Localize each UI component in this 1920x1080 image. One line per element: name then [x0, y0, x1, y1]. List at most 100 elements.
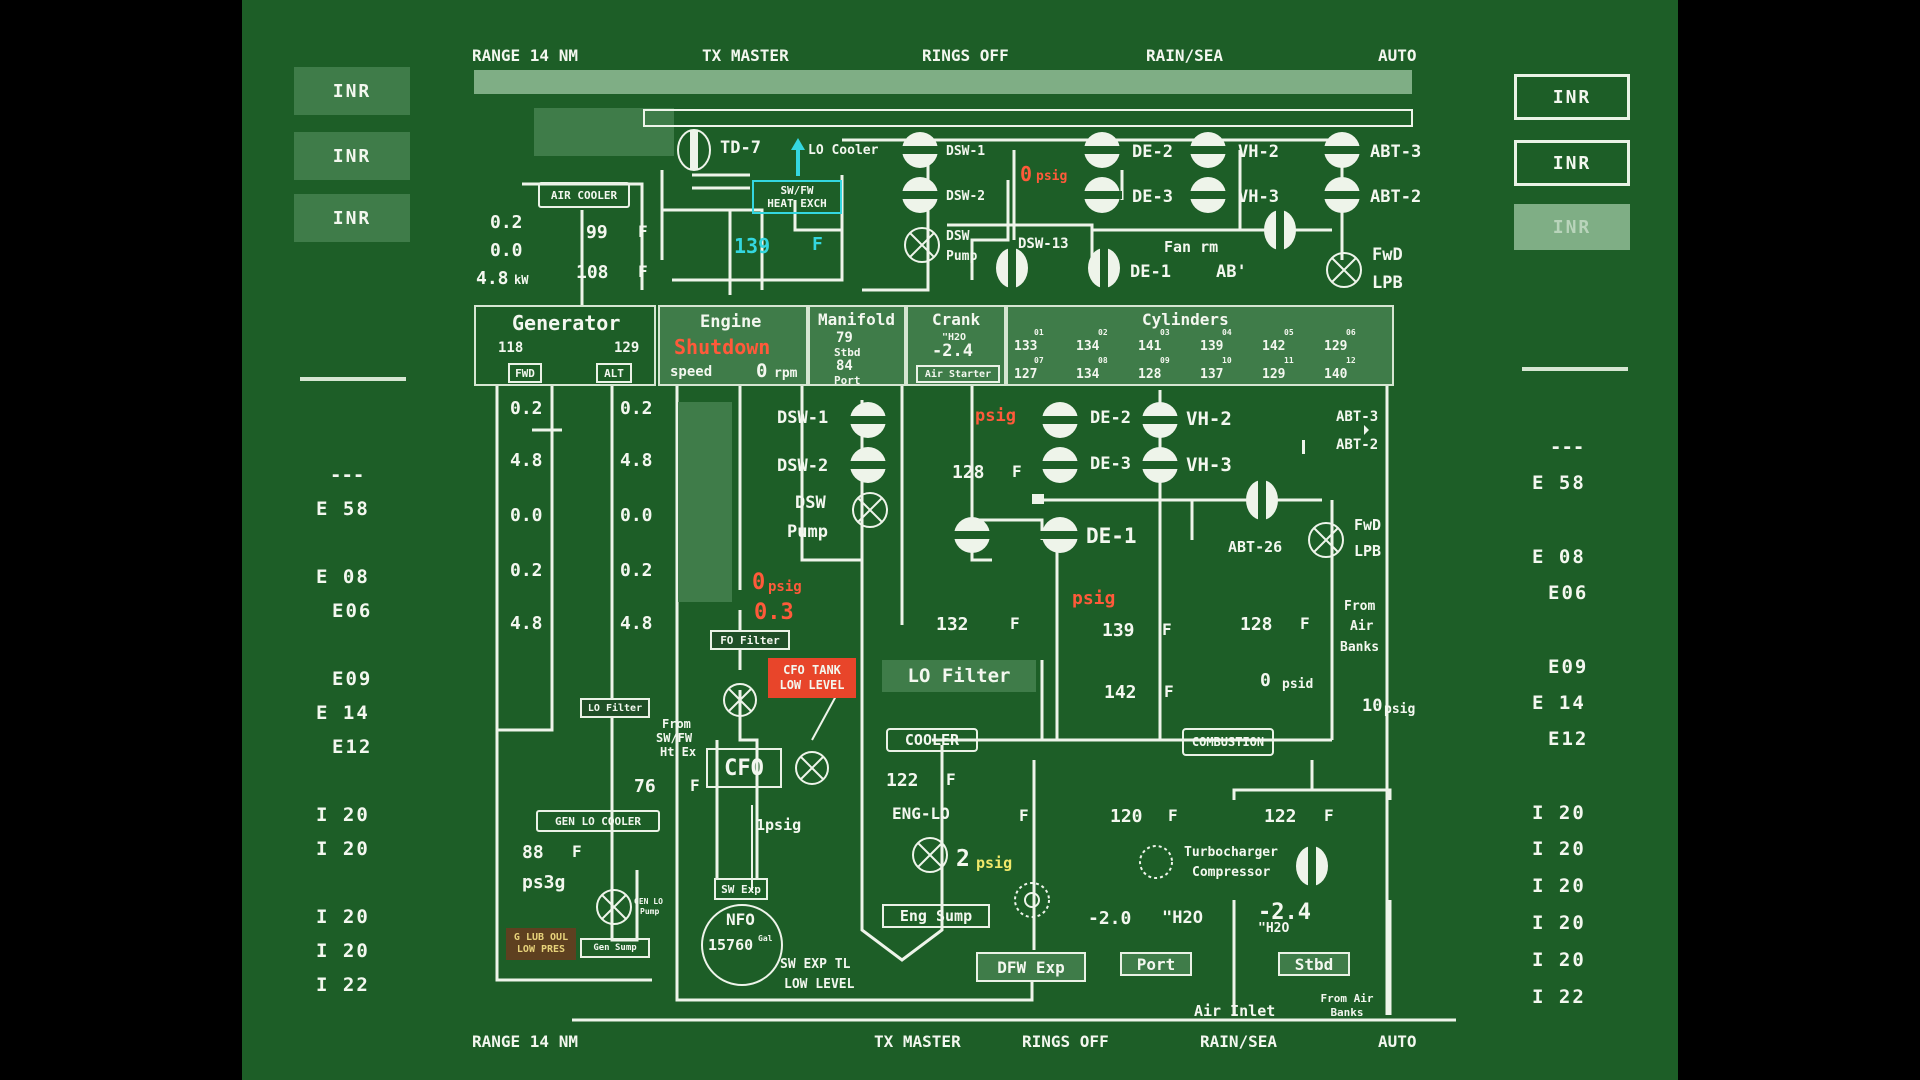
- lower-psig10-unit: psig: [1384, 702, 1416, 717]
- inr-button-left-1[interactable]: INR: [294, 67, 410, 115]
- deg-f: F: [1012, 462, 1022, 481]
- lower-col1-value: 4.8: [510, 613, 543, 634]
- right-code: E 58: [1532, 472, 1586, 494]
- gen-value-1: 0.2: [490, 212, 523, 233]
- gen-sump-box: Gen Sump: [580, 938, 650, 958]
- sw-exp-tl-label: LOW LEVEL: [784, 977, 855, 992]
- temp-108: 108: [576, 262, 609, 283]
- cylinder-number: 04: [1222, 328, 1232, 337]
- lower-temp-142: 142: [1104, 682, 1137, 703]
- left-code: E 58: [316, 498, 370, 520]
- cylinder-number: 11: [1284, 356, 1294, 365]
- eng-lo-psig-value: 2: [956, 846, 970, 872]
- cylinder-number: 09: [1160, 356, 1170, 365]
- cylinder-number: 07: [1034, 356, 1044, 365]
- cooler-box: COOLER: [886, 728, 978, 752]
- inr-button-right-3[interactable]: INR: [1514, 204, 1630, 250]
- deg-f: F: [812, 234, 823, 255]
- lower-de1-label: DE-1: [1086, 524, 1137, 548]
- left-code: E06: [332, 600, 373, 622]
- lower-fwd-label: FwD: [1354, 516, 1382, 534]
- inr-button-left-2[interactable]: INR: [294, 132, 410, 180]
- manifold-panel: Manifold 79 Stbd 84 Port: [808, 305, 906, 386]
- dsw2-label: DSW-2: [946, 189, 986, 204]
- status-rings: RINGS OFF: [922, 46, 1009, 65]
- cylinder-number: 02: [1098, 328, 1108, 337]
- cylinder-temp: 140: [1324, 367, 1348, 382]
- left-code: E 14: [316, 702, 370, 724]
- right-code: E12: [1548, 728, 1589, 750]
- status-auto-bottom: AUTO: [1378, 1032, 1417, 1051]
- crank-unit: "H2O: [942, 332, 967, 343]
- lo-filter-big-box: LO Filter: [882, 660, 1036, 692]
- inr-button-left-3[interactable]: INR: [294, 194, 410, 242]
- crank-title: Crank: [932, 310, 981, 329]
- right-code: ---: [1550, 436, 1585, 458]
- de2-label: DE-2: [1132, 142, 1173, 162]
- lower-lpb-label: LPB: [1354, 542, 1382, 560]
- sw-exp-tl-label: SW EXP TL: [780, 957, 851, 972]
- engine-speed-label: speed: [670, 364, 713, 380]
- crank-panel: Crank "H2O -2.4 Air Starter: [906, 305, 1006, 386]
- lub-oil-low-pressure-alarm[interactable]: G LUB OUL LOW PRES: [506, 928, 576, 960]
- engine-rpm-unit: rpm: [774, 366, 798, 381]
- right-code: I 20: [1532, 875, 1586, 897]
- cylinders-title: Cylinders: [1142, 310, 1229, 329]
- from-swfw-label: From: [662, 717, 691, 731]
- deg-f: F: [1010, 614, 1020, 633]
- lower-psid-unit: psid: [1282, 677, 1314, 692]
- eng-sump-box: Eng Sump: [882, 904, 990, 928]
- inr-button-right-1[interactable]: INR: [1514, 74, 1630, 120]
- manifold-title: Manifold: [818, 310, 896, 329]
- from-air-banks-bottom-label: From Air Banks: [1320, 992, 1374, 1019]
- lower-col2-value: 0.0: [620, 505, 653, 526]
- nfo-value: 15760: [708, 936, 754, 954]
- cylinder-temp: 134: [1076, 339, 1100, 354]
- deg-f: F: [1300, 614, 1310, 633]
- right-code: I 20: [1532, 949, 1586, 971]
- cfo-tank-alarm[interactable]: CFO TANK LOW LEVEL: [768, 658, 856, 698]
- gen-lo-pump-label: GEN LO: [634, 897, 663, 906]
- generator-fwd-button[interactable]: FWD: [508, 363, 542, 383]
- crank-value: -2.4: [932, 341, 973, 361]
- gen-value-3: 4.8: [476, 268, 509, 289]
- fwd-label: FwD: [1372, 245, 1403, 265]
- right-code: E 08: [1532, 546, 1586, 568]
- console-screen: RANGE 14 NM TX MASTER RINGS OFF RAIN/SEA…: [242, 0, 1678, 1080]
- turbocharger-label: Compressor: [1192, 865, 1271, 880]
- heat-exchanger-box: SW/FW HEAT EXCH: [752, 180, 842, 214]
- air-starter-button[interactable]: Air Starter: [916, 365, 1000, 383]
- lower-col1-value: 0.2: [510, 560, 543, 581]
- lub-alarm-line1: G LUB OUL: [513, 932, 569, 943]
- lower-temp-128a: 128: [952, 462, 985, 483]
- de3-label: DE-3: [1132, 187, 1173, 207]
- status-rain: RAIN/SEA: [1146, 46, 1224, 65]
- lower-h2o-a-value: -2.0: [1088, 908, 1132, 929]
- left-code: E 08: [316, 566, 370, 588]
- sw-exp-box: SW Exp: [714, 878, 768, 900]
- status-rings-bottom: RINGS OFF: [1022, 1032, 1109, 1051]
- lower-de2-label: DE-2: [1090, 408, 1131, 428]
- status-range-bottom: RANGE 14 NM: [472, 1032, 578, 1051]
- cfo-tank-alarm-line2: LOW LEVEL: [779, 678, 845, 692]
- gen-lo-cooler-box: GEN LO COOLER: [536, 810, 660, 832]
- cylinder-number: 12: [1346, 356, 1356, 365]
- deg-f: F: [1324, 806, 1334, 825]
- port-box: Port: [1120, 952, 1192, 976]
- dsw1-label: DSW-1: [946, 144, 986, 159]
- turbocharger-label: Turbocharger: [1184, 845, 1278, 860]
- dsw-pump-label: Pump: [946, 249, 978, 264]
- combustion-box: COMBUSTION: [1182, 728, 1274, 756]
- left-code: I 20: [316, 804, 370, 826]
- manifold-stbd-label: Stbd: [834, 346, 861, 359]
- status-range: RANGE 14 NM: [472, 46, 578, 65]
- lower-temp-88: 88: [522, 842, 544, 863]
- heat-exch-line1: SW/FW: [780, 184, 814, 197]
- generator-alt-button[interactable]: ALT: [596, 363, 632, 383]
- inr-button-right-2[interactable]: INR: [1514, 140, 1630, 186]
- td7-label: TD-7: [720, 138, 761, 158]
- cylinder-number: 05: [1284, 328, 1294, 337]
- lower-vh3-label: VH-3: [1186, 454, 1232, 476]
- eng-lo-label: ENG-LO: [892, 804, 950, 823]
- deg-f: F: [1164, 682, 1174, 701]
